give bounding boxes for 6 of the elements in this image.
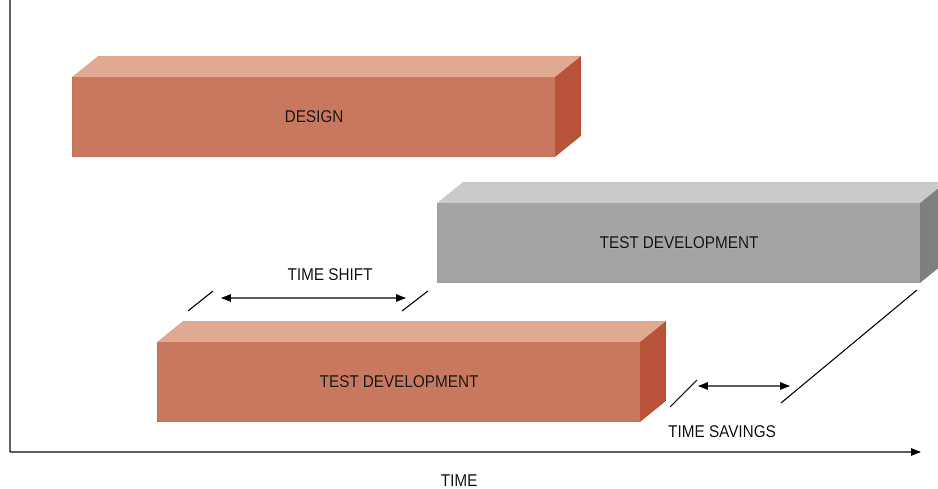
bar-label: TEST DEVELOPMENT xyxy=(319,372,478,392)
dimension-label: TIME SAVINGS xyxy=(668,422,776,442)
bar-label: TEST DEVELOPMENT xyxy=(599,233,758,253)
dimension-label: TIME SHIFT xyxy=(288,265,372,285)
axis-title: TIME xyxy=(440,471,478,489)
bar-label: DESIGN xyxy=(284,107,343,127)
